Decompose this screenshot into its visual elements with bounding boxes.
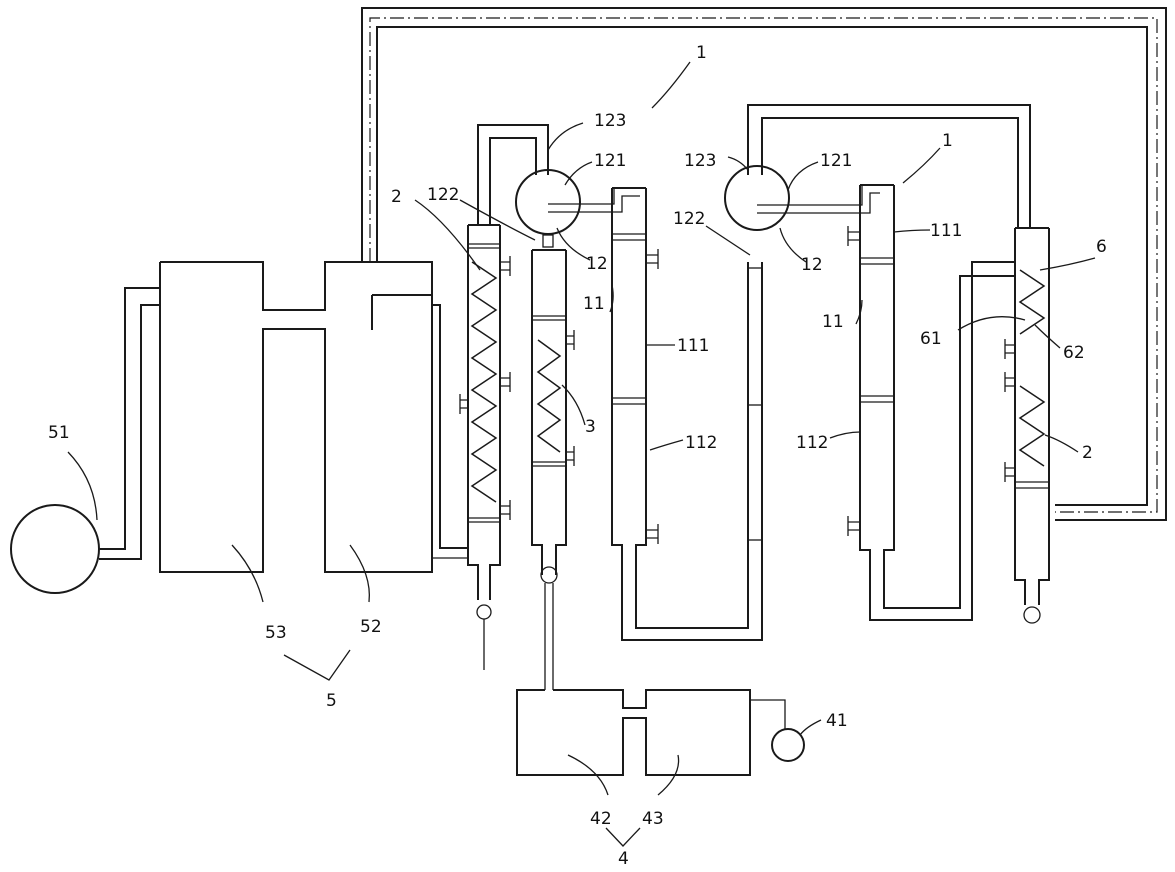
- label-112b: 112: [796, 433, 828, 453]
- leader-lines: [67, 61, 1096, 847]
- label-12a: 12: [586, 254, 608, 274]
- condenser-column-2-left: [431, 124, 549, 670]
- label-122b: 122: [673, 209, 705, 229]
- label-111a: 111: [677, 336, 709, 356]
- label-1a: 1: [696, 43, 707, 63]
- label-6: 6: [1096, 237, 1107, 257]
- label-123a: 123: [594, 111, 626, 131]
- label-3: 3: [585, 417, 596, 437]
- label-2a: 2: [391, 187, 402, 207]
- label-61: 61: [920, 329, 942, 349]
- label-51: 51: [48, 423, 70, 443]
- labels: 1 1 2 2 3 4 5 6 11 11 12 12 41 42 43 51 …: [48, 43, 1107, 869]
- label-122a: 122: [427, 185, 459, 205]
- pump-41: [771, 728, 805, 762]
- reactor-right: [724, 104, 1031, 231]
- pump-51: [10, 504, 100, 594]
- label-12b: 12: [801, 255, 823, 275]
- label-112a: 112: [685, 433, 717, 453]
- label-1b: 1: [942, 131, 953, 151]
- label-53: 53: [265, 623, 287, 643]
- label-121a: 121: [594, 151, 626, 171]
- label-43: 43: [642, 809, 664, 829]
- column-11-left: [611, 187, 763, 641]
- return-loop: [361, 7, 1167, 521]
- condenser-column-2-right: [1004, 227, 1050, 624]
- label-2b: 2: [1082, 443, 1093, 463]
- tank-group-4: [516, 689, 805, 776]
- valve-right: [1023, 606, 1041, 624]
- label-62: 62: [1063, 343, 1085, 363]
- label-41: 41: [826, 711, 848, 731]
- valve-left: [476, 604, 492, 620]
- label-123b: 123: [684, 151, 716, 171]
- label-11b: 11: [822, 312, 844, 332]
- label-121b: 121: [820, 151, 852, 171]
- label-52: 52: [360, 617, 382, 637]
- label-5: 5: [326, 691, 337, 711]
- column-11-right: [847, 184, 1015, 621]
- label-111b: 111: [930, 221, 962, 241]
- label-42: 42: [590, 809, 612, 829]
- flask-121-right: [724, 165, 790, 231]
- tank-53-body: [159, 262, 433, 573]
- label-4: 4: [618, 849, 629, 869]
- valve-center: [540, 566, 558, 584]
- flask-121-left: [515, 169, 581, 235]
- tank-group-5: [10, 261, 433, 594]
- label-11a: 11: [583, 294, 605, 314]
